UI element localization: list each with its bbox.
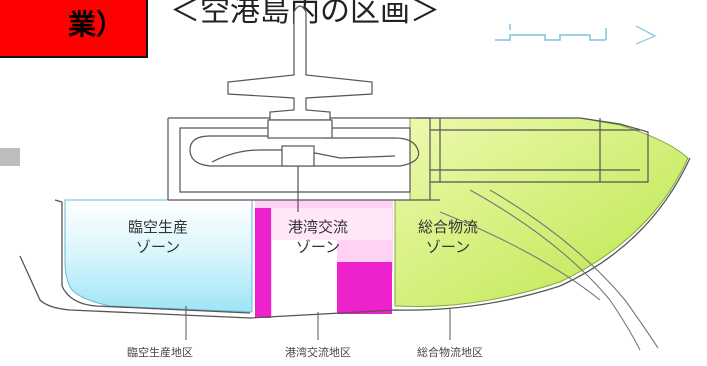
banner-text: 業） [67,8,124,41]
island-outline [19,157,691,319]
zone-label-kowan-line1: 港湾交流 [288,218,348,236]
zone-label-kowan-line2: ゾーン [296,238,340,256]
district-label-sogo: 総合物流地区 [417,345,483,359]
zone-area-sogo [394,117,689,307]
zone-band-kowan-right [337,262,392,314]
zone-label-rinku-line1: 臨空生産 [128,218,188,236]
terminal-building [227,5,373,212]
scale-bar [495,24,657,45]
district-leaders [185,306,451,340]
zone-label-rinku-line2: ゾーン [136,238,180,256]
zone-label-sogo-line1: 総合物流 [418,218,478,236]
zone-area-rinku [64,199,253,313]
section-banner: 業） [0,0,148,58]
zone-band-kowan-top [272,208,392,240]
zone-label-sogo-line2: ゾーン [426,238,470,256]
runway-system [167,117,649,201]
side-divider [0,148,20,166]
district-label-rinku: 臨空生産地区 [127,345,193,359]
access-bridge [439,189,659,351]
zone-band-kowan-left [255,208,271,318]
district-label-kowan: 港湾交流地区 [285,345,351,359]
